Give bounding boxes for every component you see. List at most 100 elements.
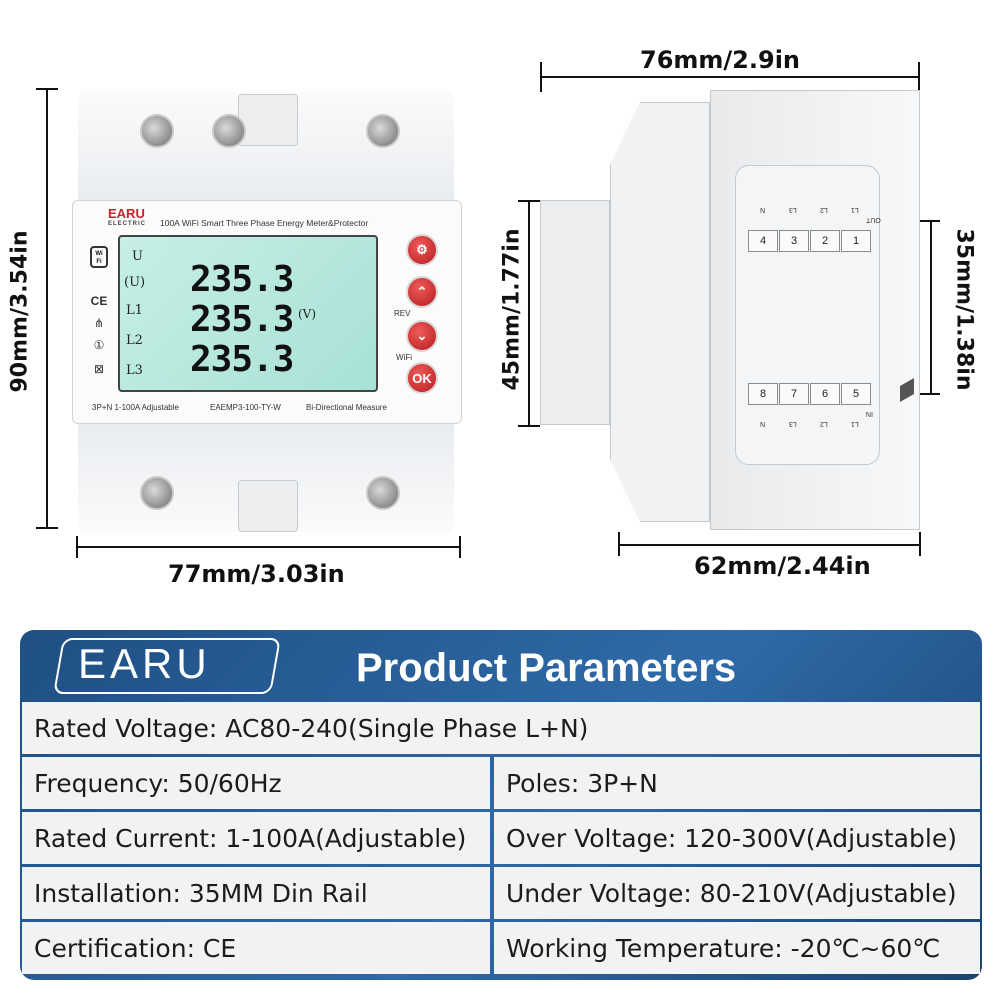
footer-adjustable: 3P+N 1-100A Adjustable [92, 403, 179, 412]
footer-model: EAEMP3-100-TY-W [210, 403, 281, 412]
param-working-temperature: Working Temperature: -20℃~60℃ [494, 922, 980, 974]
side-front-height-line [528, 200, 530, 426]
side-rail-height-line [930, 220, 932, 394]
terminal-row-top: 4 3 2 1 [748, 230, 872, 252]
side-total-depth-tick-right [918, 62, 920, 92]
earu-logo: EARU [78, 640, 211, 687]
side-body-depth-tick-right [919, 532, 921, 556]
param-installation: Installation: 35MM Din Rail [22, 867, 490, 919]
terminal-label-l1-top: L1 [851, 206, 859, 213]
wifi-label: WiFi [396, 353, 412, 362]
terminal-label-n-top: N [760, 206, 766, 213]
screw-icon [140, 114, 174, 148]
front-width-label: 77mm/3.03in [168, 560, 345, 588]
lcd-label-u: U [132, 249, 143, 264]
param-rated-voltage: Rated Voltage: AC80-240(Single Phase L+N… [22, 702, 980, 754]
device-title: 100A WiFi Smart Three Phase Energy Meter… [160, 218, 369, 228]
lcd-label-l3: L3 [126, 363, 143, 378]
recycle-bin-icon: ⊠ [93, 362, 105, 376]
bottom-clip [238, 480, 298, 532]
meter-side-view [540, 90, 925, 530]
terminal-6: 6 [810, 383, 840, 405]
side-rail-height-tick-top [916, 220, 940, 222]
footer-bidirectional: Bi-Directional Measure [306, 403, 387, 412]
terminal-label-n-bottom: N [760, 420, 766, 427]
terminal-label-l2-top: L2 [820, 206, 828, 213]
side-total-depth-tick-left [540, 62, 542, 92]
rev-label: REV [394, 309, 411, 318]
param-over-voltage: Over Voltage: 120-300V(Adjustable) [494, 812, 980, 864]
device-brand: EARU ELECTRIC [108, 206, 146, 230]
product-parameters-panel: EARU EARU Product Parameters Rated Volta… [20, 630, 982, 980]
terminal-label-in: IN [866, 410, 873, 417]
front-height-label: 90mm/3.54in [7, 230, 33, 393]
share-nodes-icon: ⋔ [93, 316, 105, 330]
lcd-screen: U (U) L1 L2 L3 235.3 235.3 235.3 (V) [118, 235, 378, 392]
terminal-label-out: OUT [866, 216, 881, 223]
param-frequency: Frequency: 50/60Hz [22, 757, 490, 809]
param-certification: Certification: CE [22, 922, 490, 974]
screw-icon [140, 476, 174, 510]
wifi-badge-icon: Wi Fi [90, 246, 108, 268]
front-width-tick-right [459, 536, 461, 558]
terminal-label-l1-bottom: L1 [851, 420, 859, 427]
side-rail-height-tick-bottom [916, 393, 940, 395]
down-arrow-button[interactable]: ⌄ [406, 320, 438, 352]
side-total-depth-line [540, 76, 920, 78]
terminal-label-l3-bottom: L3 [789, 420, 797, 427]
terminal-4: 4 [748, 230, 778, 252]
terminal-label-l3-top: L3 [789, 206, 797, 213]
top-clip [238, 94, 298, 146]
terminal-1: 1 [841, 230, 871, 252]
terminal-8: 8 [748, 383, 778, 405]
device-brand-text: EARU [108, 206, 145, 221]
lcd-unit: (V) [298, 307, 317, 321]
side-body-depth-tick-left [618, 532, 620, 556]
terminal-label-l2-bottom: L2 [820, 420, 828, 427]
param-row: Rated Voltage: AC80-240(Single Phase L+N… [22, 702, 980, 754]
up-arrow-button[interactable]: ⌃ [406, 276, 438, 308]
screw-icon [366, 476, 400, 510]
ok-button[interactable]: OK [406, 362, 438, 394]
device-brand-sub: ELECTRIC [108, 221, 146, 227]
lcd-reading-l3: 235.3 [190, 339, 294, 380]
side-rail-height-label: 35mm/1.38in [951, 228, 977, 391]
lcd-label-l2: L2 [126, 333, 143, 348]
side-total-depth-label: 76mm/2.9in [640, 46, 801, 74]
side-body-depth-line [618, 544, 920, 546]
lcd-reading-l1: 235.3 [190, 259, 294, 300]
side-terminal-panel [735, 165, 880, 465]
params-title: Product Parameters [356, 646, 737, 690]
terminal-row-bottom: 8 7 6 5 [748, 383, 872, 405]
lcd-label-u-paren: (U) [124, 275, 146, 290]
terminal-3: 3 [779, 230, 809, 252]
screw-icon [212, 114, 246, 148]
side-body-depth-label: 62mm/2.44in [694, 552, 871, 580]
settings-gear-button[interactable]: ⚙ [406, 234, 438, 266]
param-row: Certification: CE Working Temperature: -… [22, 922, 980, 974]
param-under-voltage: Under Voltage: 80-210V(Adjustable) [494, 867, 980, 919]
number-one-icon: ① [93, 338, 105, 352]
lcd-reading-l2: 235.3 [190, 299, 294, 340]
ce-mark-icon: CE [90, 294, 108, 308]
params-header: EARU Product Parameters [20, 630, 982, 700]
side-front-height-label: 45mm/1.77in [499, 228, 525, 391]
terminal-7: 7 [779, 383, 809, 405]
meter-front-view [72, 92, 462, 532]
front-width-line [76, 546, 460, 548]
front-height-line [46, 88, 48, 528]
side-rail-block [540, 200, 610, 425]
front-width-tick-left [76, 536, 78, 558]
param-row: Rated Current: 1-100A(Adjustable) Over V… [22, 812, 980, 864]
terminal-2: 2 [810, 230, 840, 252]
front-height-tick-bottom [36, 527, 58, 529]
param-row: Installation: 35MM Din Rail Under Voltag… [22, 867, 980, 919]
lcd-label-l1: L1 [126, 303, 143, 318]
side-mid-block [610, 102, 710, 522]
param-poles: Poles: 3P+N [494, 757, 980, 809]
front-height-tick-top [36, 88, 58, 90]
side-front-height-tick-top [518, 200, 540, 202]
param-rated-current: Rated Current: 1-100A(Adjustable) [22, 812, 490, 864]
screw-icon [366, 114, 400, 148]
param-row: Frequency: 50/60Hz Poles: 3P+N [22, 757, 980, 809]
